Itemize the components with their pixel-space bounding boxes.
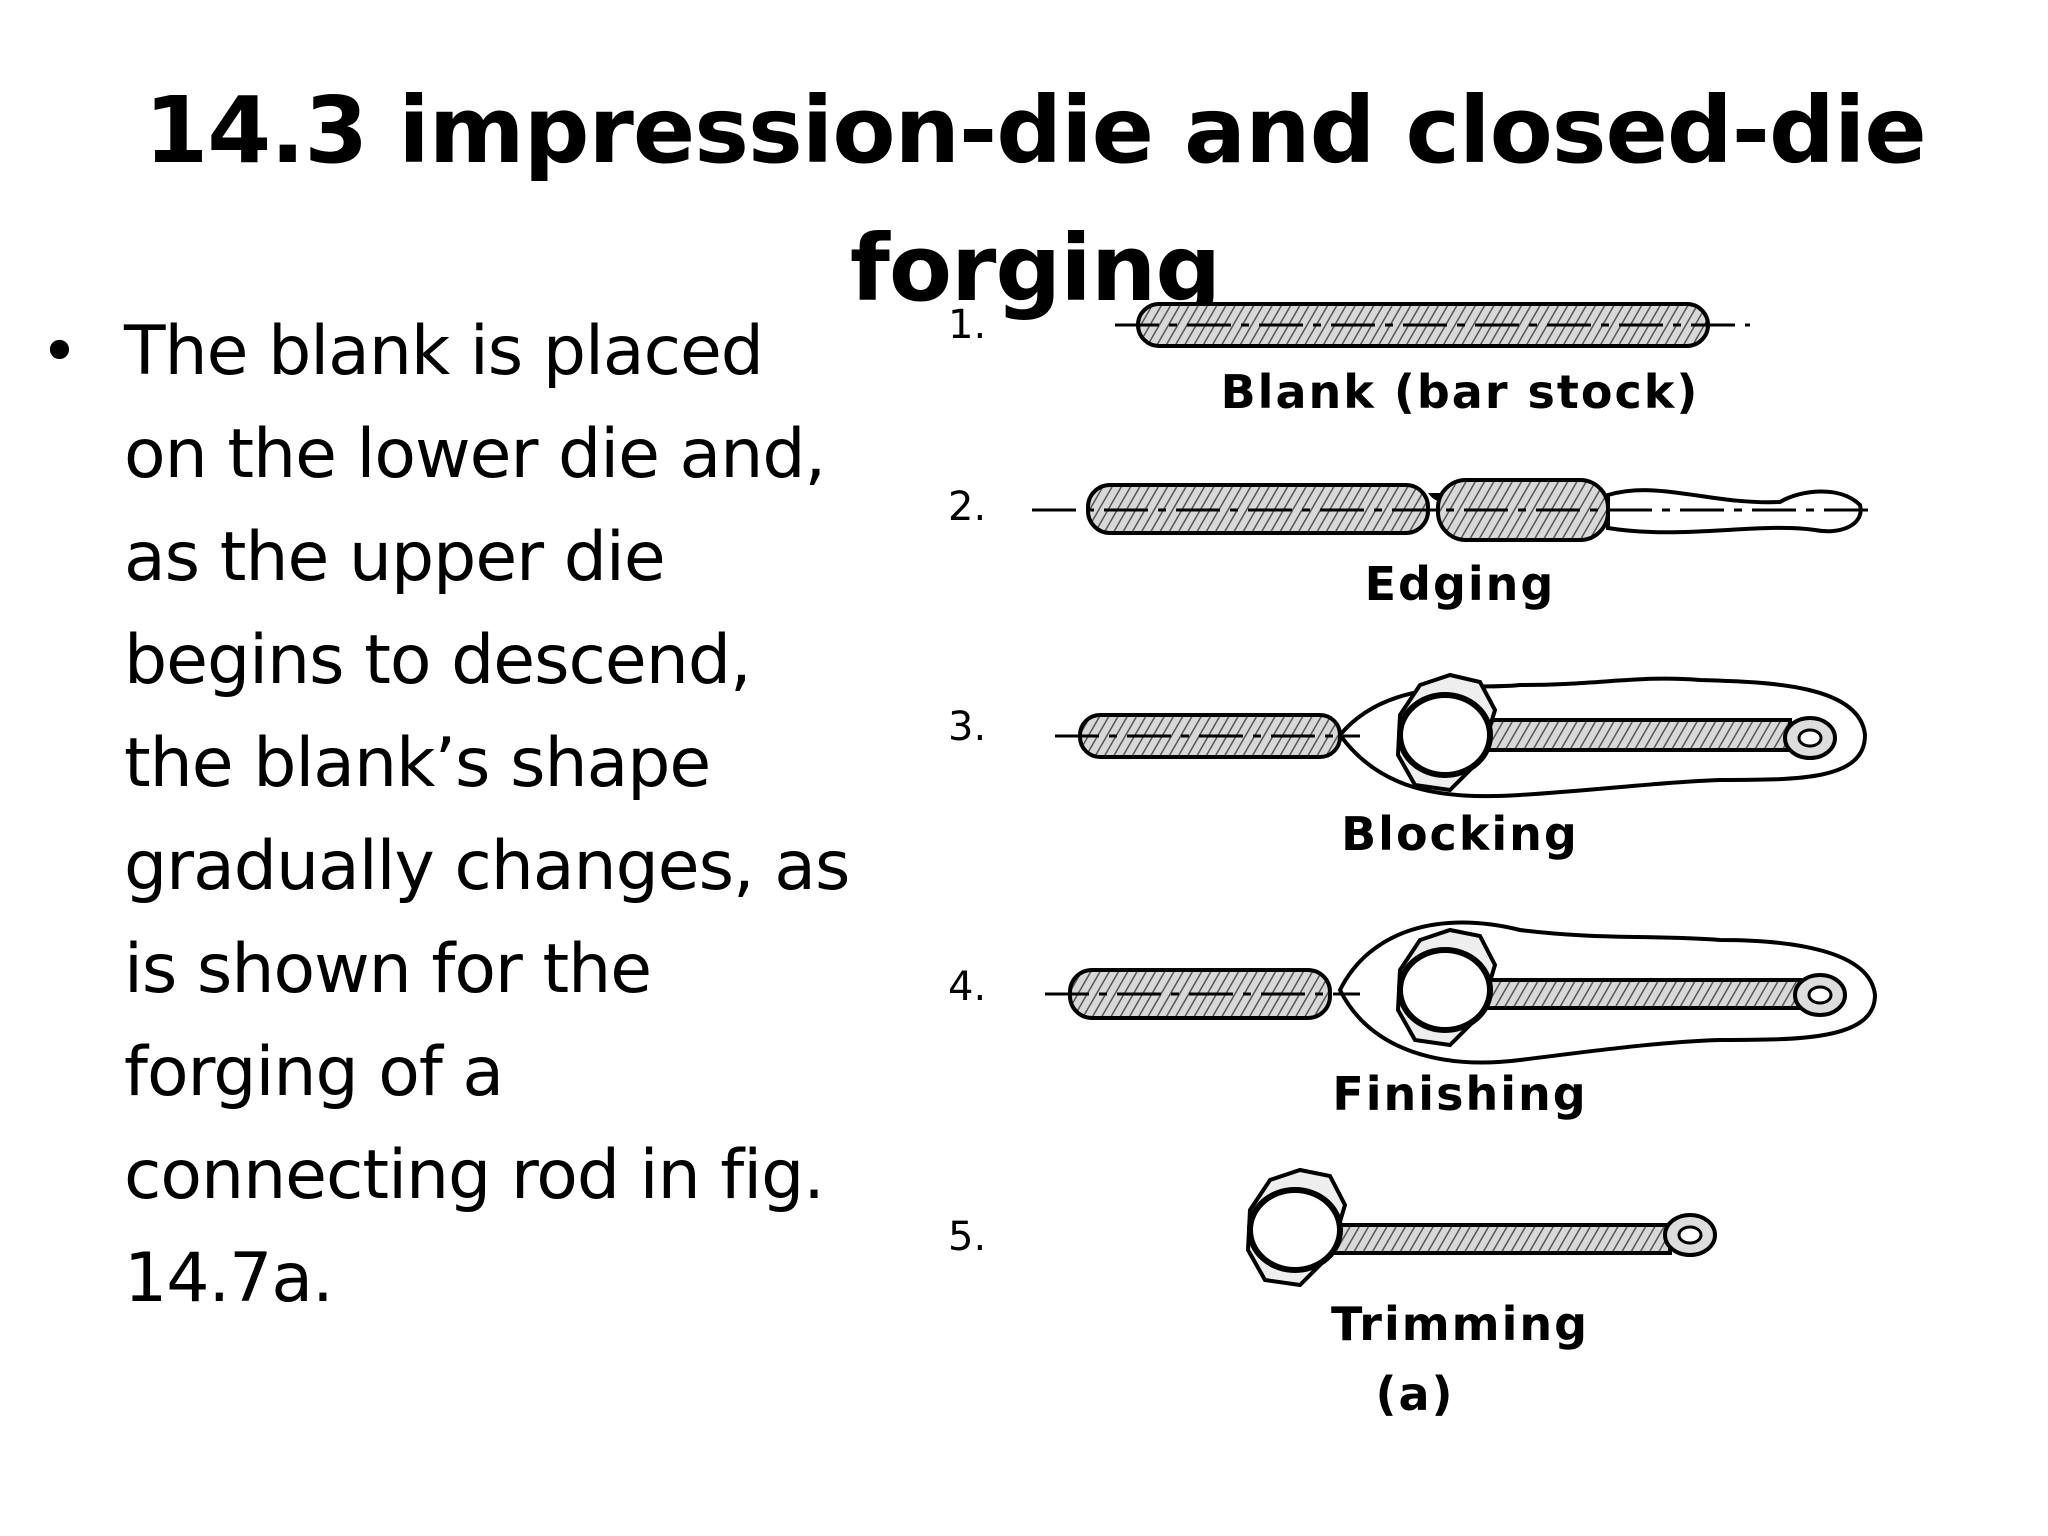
slide-title: 14.3 impression-die and closed-die forgi… [140, 62, 1930, 338]
finished-rod-shape [1045, 920, 1878, 1065]
blocked-rod-shape [1055, 672, 1868, 799]
step-5-label: Trimming [1331, 1297, 1589, 1351]
title-text: 14.3 impression-die and closed-die forgi… [144, 76, 1927, 322]
step-2-label: Edging [1365, 557, 1556, 611]
bullet-item: • The blank is placed on the lower die a… [40, 300, 900, 1330]
trimmed-rod-shape [1245, 1167, 1717, 1288]
blank-bar-shape [1115, 302, 1750, 348]
step-5-number: 5. [948, 1214, 986, 1260]
step-3-number: 3. [948, 704, 986, 750]
step-2-number: 2. [948, 484, 986, 530]
edged-bar-shape [1032, 478, 1878, 542]
bullet-list: • The blank is placed on the lower die a… [40, 300, 900, 1330]
step-4-number: 4. [948, 964, 986, 1010]
bullet-dot: • [40, 313, 79, 390]
forging-steps-diagram: 1. Blank (bar stock) 2. Edging 3. [948, 302, 1878, 1421]
step-4-label: Finishing [1332, 1067, 1587, 1121]
step-1-label: Blank (bar stock) [1221, 365, 1700, 419]
step-1-number: 1. [948, 302, 986, 348]
bullet-text: The blank is placed on the lower die and… [124, 312, 850, 1318]
figure-caption: (a) [1375, 1367, 1454, 1421]
step-3-label: Blocking [1341, 807, 1579, 861]
forging-steps-figure: 1. Blank (bar stock) 2. Edging 3. [920, 290, 1930, 1470]
